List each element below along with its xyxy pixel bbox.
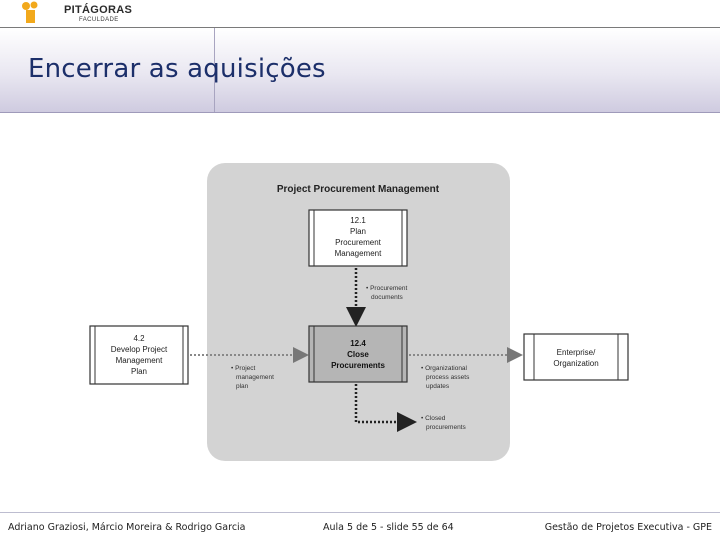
group-title: Project Procurement Management bbox=[277, 184, 440, 195]
title-divider bbox=[214, 28, 215, 112]
footer-authors: Adriano Graziosi, Márcio Moreira & Rodri… bbox=[8, 522, 246, 533]
process-4-2-line-2: Management bbox=[116, 356, 163, 365]
enterprise-line-1: Enterprise/ bbox=[557, 348, 596, 357]
footer-slide-info: Aula 5 de 5 - slide 55 de 64 bbox=[323, 522, 454, 533]
label-closed-1: • Closed bbox=[421, 415, 446, 422]
label-pm-plan-3: plan bbox=[236, 383, 249, 390]
process-12-1-number: 12.1 bbox=[350, 216, 366, 225]
enterprise-line-2: Organization bbox=[553, 359, 598, 368]
enterprise-organization-box: Enterprise/ Organization bbox=[523, 333, 629, 381]
process-12-1-line-1: Plan bbox=[350, 227, 366, 236]
process-12-1-box: 12.1 Plan Procurement Management bbox=[308, 209, 408, 267]
process-12-1-line-2: Procurement bbox=[335, 238, 382, 247]
process-diagram: Project Procurement Management 12.1 Plan… bbox=[89, 163, 629, 461]
logo-subtitle: FACULDADE bbox=[79, 17, 119, 23]
logo-name: PITÁGORAS bbox=[64, 4, 133, 16]
process-4-2-box: 4.2 Develop Project Management Plan bbox=[89, 325, 189, 385]
label-procurement-docs-2: documents bbox=[371, 294, 404, 301]
label-opa-3: updates bbox=[426, 383, 450, 390]
process-4-2-line-3: Plan bbox=[131, 367, 147, 376]
title-bar: Encerrar as aquisições bbox=[0, 27, 720, 113]
process-12-4-line-2: Procurements bbox=[331, 361, 385, 370]
label-opa-1: • Organizational bbox=[421, 365, 468, 372]
arrow-close-to-closed bbox=[354, 384, 417, 432]
label-procurement-docs-1: • Procurement bbox=[366, 285, 407, 292]
process-4-2-number: 4.2 bbox=[133, 334, 145, 343]
process-12-4-line-1: Close bbox=[347, 350, 369, 359]
procurement-group-box bbox=[207, 163, 510, 461]
logo-emblem-icon bbox=[22, 1, 38, 23]
process-12-4-box: 12.4 Close Procurements bbox=[308, 325, 408, 383]
footer: Adriano Graziosi, Márcio Moreira & Rodri… bbox=[0, 512, 720, 541]
label-pm-plan-1: • Project bbox=[231, 365, 256, 372]
process-4-2-line-1: Develop Project bbox=[111, 345, 168, 354]
slide-title: Encerrar as aquisições bbox=[28, 54, 326, 84]
label-opa-2: process assets bbox=[426, 374, 470, 381]
label-closed-2: procurements bbox=[426, 424, 466, 431]
top-bar: PITÁGORAS FACULDADE bbox=[0, 0, 720, 27]
footer-course: Gestão de Projetos Executiva - GPE bbox=[544, 522, 712, 533]
process-12-1-line-3: Management bbox=[335, 249, 382, 258]
label-pm-plan-2: management bbox=[236, 374, 274, 381]
faculty-logo: PITÁGORAS FACULDADE bbox=[20, 1, 132, 25]
process-12-4-number: 12.4 bbox=[350, 339, 366, 348]
